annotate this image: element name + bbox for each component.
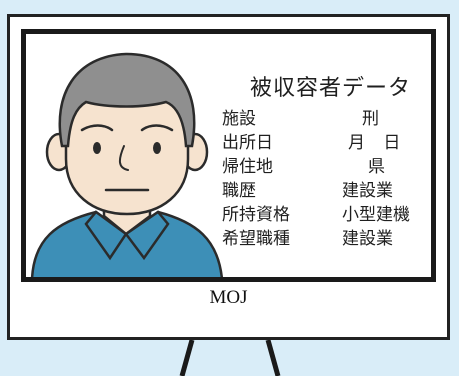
monitor-screen: 被収容者データ 施設 刑 出所日 月 日 帰住地 県 職歴 建設業 所持資格 小… bbox=[21, 29, 436, 282]
row-value: 建設業 bbox=[342, 229, 393, 249]
row-desired-job: 希望職種 建設業 bbox=[222, 224, 427, 249]
row-release-date: 出所日 月 日 bbox=[222, 128, 427, 153]
row-licenses: 所持資格 小型建機 bbox=[222, 200, 427, 225]
row-facility: 施設 刑 bbox=[222, 104, 427, 129]
row-label: 希望職種 bbox=[222, 229, 290, 249]
row-label: 出所日 bbox=[222, 133, 273, 153]
row-label: 職歴 bbox=[222, 181, 256, 201]
row-label: 施設 bbox=[222, 109, 256, 129]
inmate-portrait bbox=[30, 52, 223, 277]
row-return-place: 帰住地 県 bbox=[222, 152, 427, 177]
monitor-stand bbox=[179, 340, 281, 376]
row-label: 帰住地 bbox=[222, 157, 273, 177]
data-rows: 施設 刑 出所日 月 日 帰住地 県 職歴 建設業 所持資格 小型建機 希望職種… bbox=[222, 104, 427, 249]
row-value: 建設業 bbox=[342, 181, 393, 201]
row-work-history: 職歴 建設業 bbox=[222, 176, 427, 201]
monitor-brand-label: MOJ bbox=[209, 287, 248, 308]
card-title: 被収容者データ bbox=[250, 76, 412, 101]
row-value: 刑 bbox=[362, 109, 379, 129]
row-value: 月 日 bbox=[348, 133, 401, 153]
row-label: 所持資格 bbox=[222, 205, 290, 225]
monitor-frame: 被収容者データ 施設 刑 出所日 月 日 帰住地 県 職歴 建設業 所持資格 小… bbox=[7, 14, 450, 340]
row-value: 小型建機 bbox=[342, 205, 410, 225]
row-value: 県 bbox=[368, 157, 385, 177]
